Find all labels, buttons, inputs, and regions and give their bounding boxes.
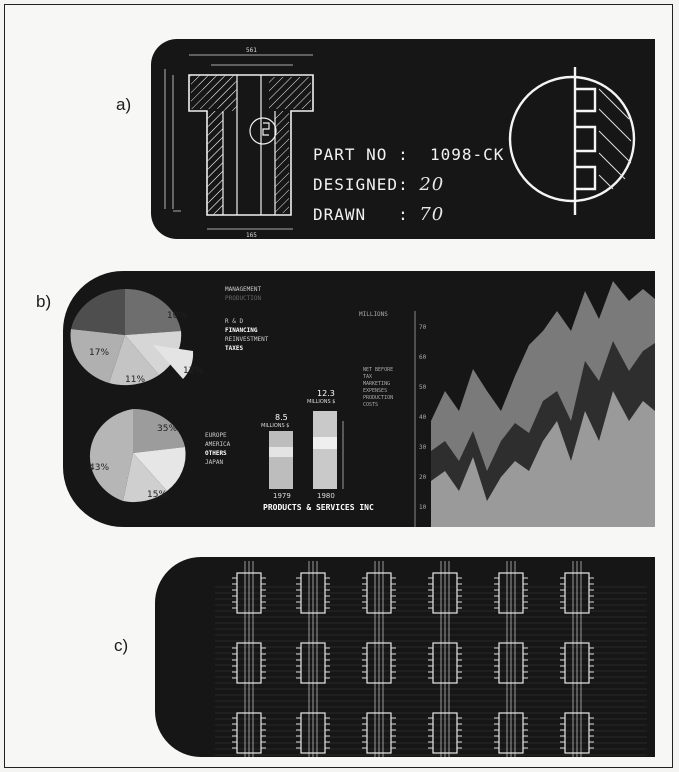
axis-tick: 30 bbox=[419, 444, 427, 451]
area-chart bbox=[414, 281, 655, 527]
ic-chip bbox=[494, 712, 528, 754]
legend-item: COSTS bbox=[363, 402, 379, 408]
circuit-layout-screen bbox=[155, 557, 655, 757]
ic-chip bbox=[232, 572, 266, 614]
bar-value: 8.5 bbox=[275, 413, 288, 422]
legend-item: REINVESTMENT bbox=[225, 336, 269, 343]
axis-tick: 70 bbox=[419, 324, 427, 331]
pie-label: 11% bbox=[125, 375, 146, 385]
legend-item: AMERICA bbox=[205, 441, 231, 448]
bar-year: 1980 bbox=[317, 492, 335, 500]
ic-chip bbox=[560, 642, 594, 684]
pie-label: 17% bbox=[89, 348, 110, 358]
dimension-label: 165 bbox=[246, 232, 257, 239]
legend-item: EUROPE bbox=[205, 432, 227, 439]
ic-chip bbox=[362, 572, 396, 614]
legend-item: MARKETING bbox=[363, 381, 391, 387]
ic-chip bbox=[428, 572, 462, 614]
legend-item: TAXES bbox=[225, 345, 244, 352]
ic-chip bbox=[560, 712, 594, 754]
bar-unit: MILLIONS $ bbox=[261, 423, 290, 429]
legend-item: NET BEFORE bbox=[363, 367, 394, 373]
bar-caption: PRODUCTS & SERVICES INC bbox=[263, 503, 374, 512]
legend-item: R & D bbox=[225, 318, 244, 325]
designed-value: 20 bbox=[419, 174, 445, 195]
ic-chip bbox=[232, 642, 266, 684]
ic-chip bbox=[296, 712, 330, 754]
axis-tick: 50 bbox=[419, 384, 427, 391]
ic-chip bbox=[362, 712, 396, 754]
ic-chip bbox=[232, 712, 266, 754]
ic-chip bbox=[428, 712, 462, 754]
ic-chip bbox=[494, 572, 528, 614]
region-pie-chart bbox=[89, 408, 186, 503]
bar-value: 12.3 bbox=[317, 389, 335, 398]
axis-tick: 60 bbox=[419, 354, 427, 361]
cad-part-drawing: 561 165 bbox=[164, 47, 636, 239]
pie-label: 10% bbox=[167, 311, 188, 321]
part-no-value: 1098-CK bbox=[429, 145, 505, 164]
drawn-label: DRAWN bbox=[313, 205, 367, 224]
drawn-value: 70 bbox=[419, 204, 445, 225]
legend-item: EXPENSES bbox=[363, 388, 388, 394]
panel-a-label: a) bbox=[116, 95, 132, 114]
cad-drawing-screen: 561 165 bbox=[151, 39, 655, 239]
axis-tick: 20 bbox=[419, 474, 427, 481]
revenue-bars bbox=[269, 411, 344, 489]
business-graphics-screen: 10% 17% 11% 12% MANAGEMENT PRODUCTION R … bbox=[63, 271, 655, 527]
legend-item: MANAGEMENT bbox=[225, 286, 262, 293]
axis-tick: 40 bbox=[419, 414, 427, 421]
part-no-label: PART NO bbox=[313, 145, 388, 164]
figure-frame: a) b) c) 561 165 bbox=[4, 4, 673, 768]
pie-label: 35% bbox=[157, 424, 178, 434]
ic-chip bbox=[296, 642, 330, 684]
circuit-board-drawing bbox=[215, 561, 647, 757]
bar-year: 1979 bbox=[273, 492, 291, 500]
business-charts bbox=[70, 281, 655, 527]
bar-unit: MILLIONS $ bbox=[307, 399, 336, 405]
ic-chip bbox=[428, 642, 462, 684]
legend-item: PRODUCTION bbox=[363, 395, 394, 401]
pie-label: 15% bbox=[147, 490, 168, 500]
panel-b-label: b) bbox=[36, 292, 52, 311]
legend-item: PRODUCTION bbox=[225, 295, 262, 302]
legend-item: TAX bbox=[363, 374, 373, 380]
legend-item: OTHERS bbox=[205, 450, 227, 457]
panel-c-label: c) bbox=[114, 636, 129, 655]
axis-tick: 10 bbox=[419, 504, 427, 511]
ic-chip bbox=[494, 642, 528, 684]
legend-item: JAPAN bbox=[205, 459, 224, 466]
legend-item: FINANCING bbox=[225, 327, 258, 334]
area-unit: MILLIONS bbox=[359, 311, 388, 318]
designed-label: DESIGNED bbox=[313, 175, 399, 194]
ic-chip bbox=[560, 572, 594, 614]
ic-chip bbox=[362, 642, 396, 684]
dimension-label: 561 bbox=[246, 47, 257, 54]
pie-label: 12% bbox=[183, 366, 204, 376]
expense-pie-chart bbox=[70, 288, 194, 386]
ic-chip bbox=[296, 572, 330, 614]
pie-label: 43% bbox=[89, 463, 110, 473]
